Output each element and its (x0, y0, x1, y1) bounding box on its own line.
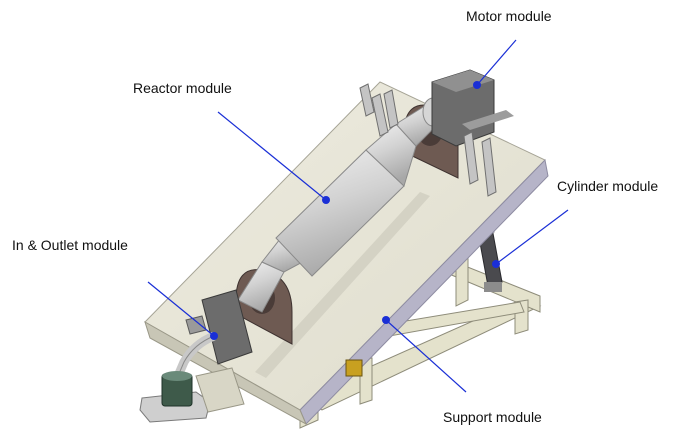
reactor-body (237, 97, 444, 313)
support-bracket (345, 359, 363, 377)
leader-dots (210, 81, 500, 340)
leader-dot-motor (473, 81, 481, 89)
leader-line-motor (476, 39, 517, 86)
leader-line-inout (147, 281, 215, 337)
leader-dot-support (382, 316, 390, 324)
leader-dot-reactor (322, 196, 330, 204)
leader-line-reactor (217, 111, 327, 201)
clamp-posts (359, 83, 497, 197)
reactor-module-label: Reactor module (133, 80, 232, 96)
inout-module-label: In & Outlet module (12, 237, 128, 253)
inlet-outlet-assembly (139, 289, 253, 423)
tilting-platform (144, 81, 549, 426)
leader-lines (147, 39, 569, 393)
leader-dot-inout (210, 332, 218, 340)
motor-module-label: Motor module (466, 8, 552, 24)
base-plate-left (195, 367, 245, 413)
cylinder-module-label: Cylinder module (557, 178, 659, 194)
leader-line-support (385, 319, 467, 393)
leader-line-cylinder (495, 209, 569, 265)
support-module-label: Support module (443, 409, 542, 425)
motor-unit (431, 69, 514, 147)
leader-dot-cylinder (492, 260, 500, 268)
